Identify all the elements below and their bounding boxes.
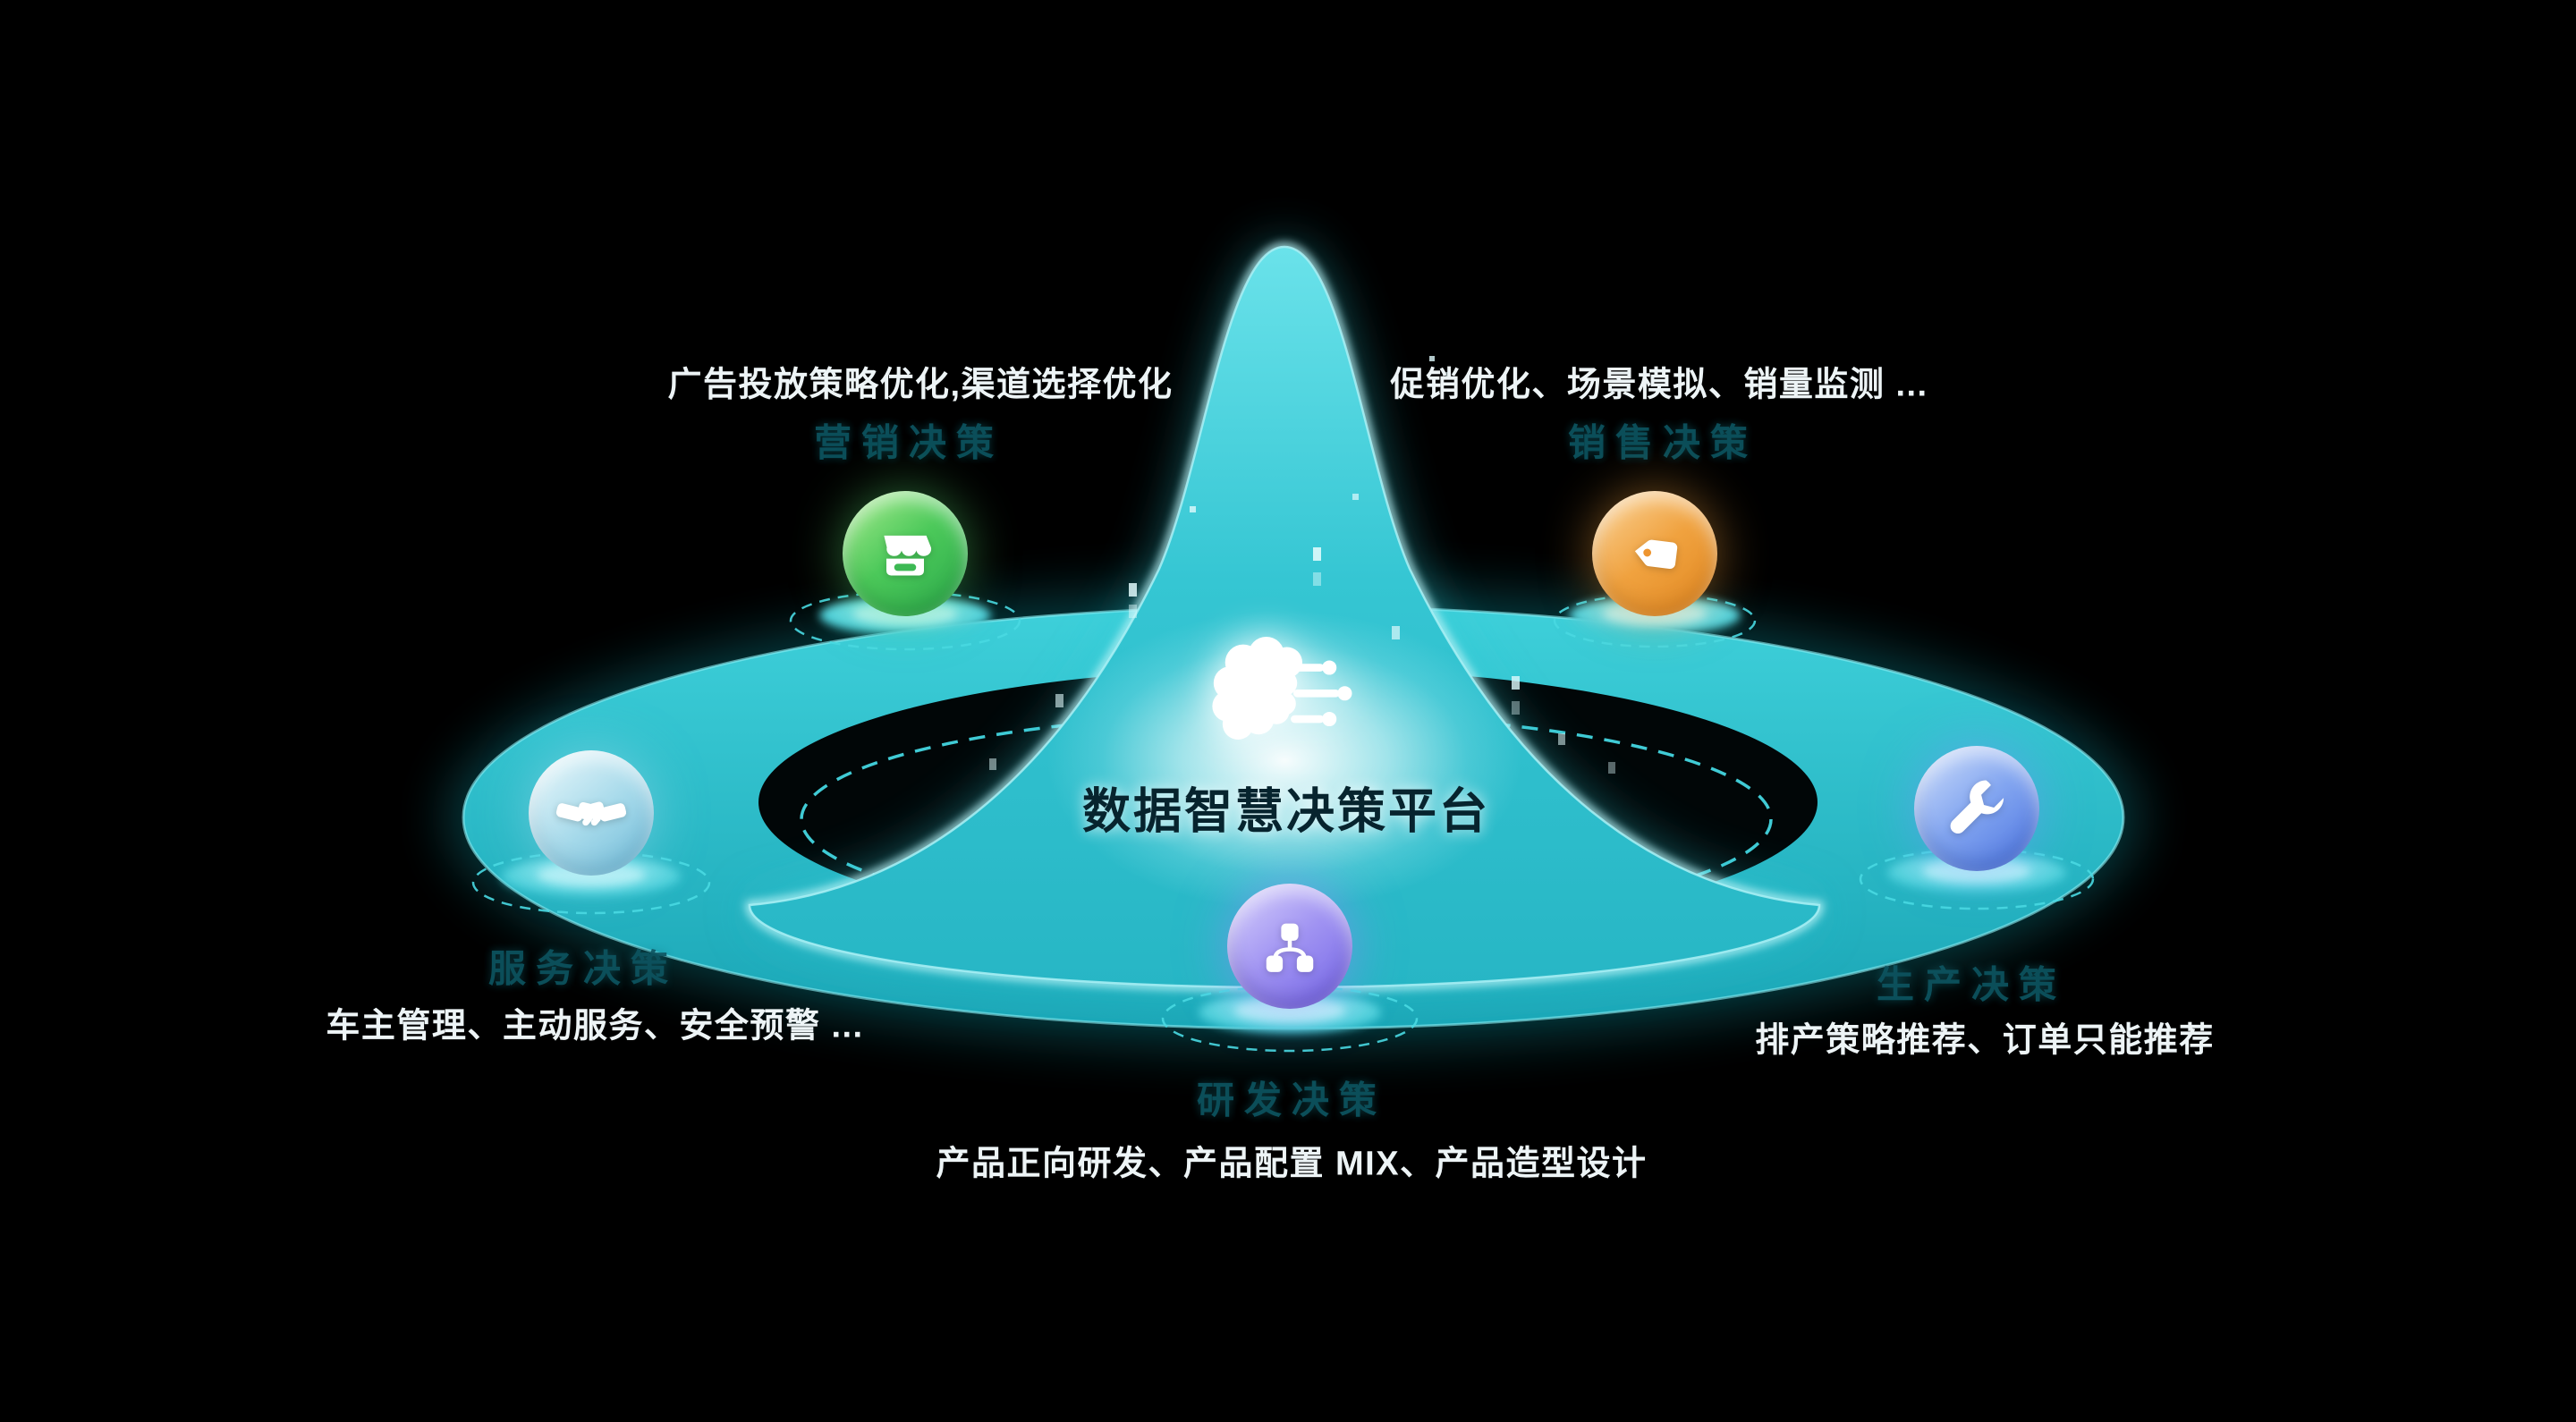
service-label: 服务决策: [487, 947, 679, 990]
marketing-desc: 广告投放策略优化,渠道选择优化: [667, 366, 1174, 404]
handshake-icon: [529, 750, 654, 876]
pedestal-production: [1859, 848, 2095, 910]
rnd-desc: 产品正向研发、产品配置 MIX、产品造型设计: [936, 1145, 1648, 1183]
price-tag-icon: [1592, 491, 1717, 616]
service-desc: 车主管理、主动服务、安全预警 ...: [326, 1007, 864, 1045]
marketing-label: 营销决策: [813, 421, 1004, 464]
storefront-icon: [843, 491, 968, 616]
rnd-label: 研发决策: [1196, 1079, 1387, 1122]
sales-label: 销售决策: [1567, 421, 1758, 464]
production-label: 生产决策: [1876, 963, 2067, 1006]
platform-title: 数据智慧决策平台: [1082, 784, 1490, 839]
brain-circuit-icon: [1199, 631, 1364, 766]
production-desc: 排产策略推荐、订单只能推荐: [1755, 1021, 2215, 1060]
pedestal-rnd: [1161, 985, 1419, 1053]
wrench-icon: [1914, 746, 2039, 871]
sitemap-icon: [1227, 884, 1352, 1009]
sales-desc: 促销优化、场景模拟、销量监测 ...: [1390, 366, 1928, 404]
